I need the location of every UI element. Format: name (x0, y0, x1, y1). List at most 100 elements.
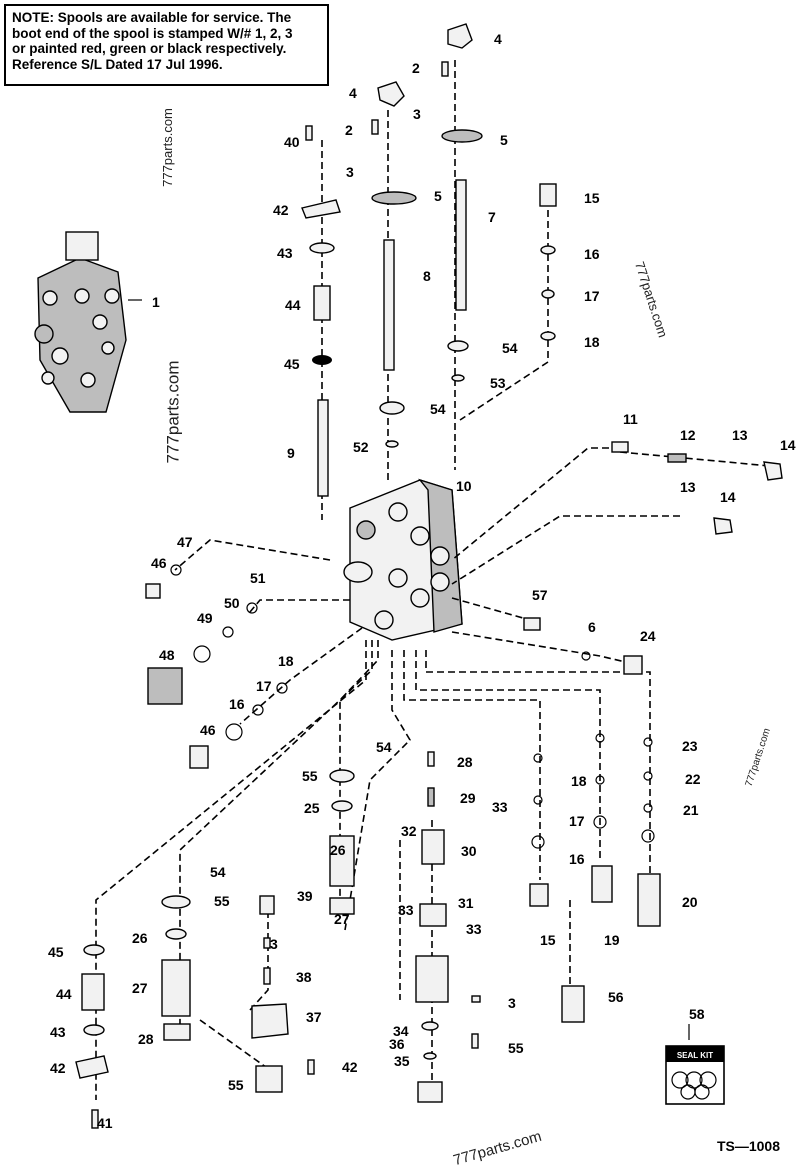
seal-ring-icon (671, 1071, 689, 1089)
callout-36: 36 (389, 1036, 405, 1052)
ring-shape (541, 289, 555, 299)
callout-37: 37 (306, 1009, 322, 1025)
screw-shape (307, 1059, 315, 1075)
ring-shape (643, 803, 653, 813)
ring-shape (331, 800, 353, 812)
ring-shape (641, 829, 655, 843)
callout-56: 56 (608, 989, 624, 1005)
ring-shape (83, 944, 105, 956)
callout-5: 5 (500, 132, 508, 148)
callout-22: 22 (685, 771, 701, 787)
fitting-shape (523, 617, 541, 631)
callout-25: 25 (304, 800, 320, 816)
piston-shape (417, 1081, 443, 1103)
spring-shape (161, 959, 191, 1017)
relief-valve-shape (561, 985, 585, 1023)
plug-shape (145, 583, 161, 599)
ring-shape (595, 775, 605, 785)
callout-14: 14 (780, 437, 796, 453)
spool-shape (455, 179, 467, 311)
callout-6: 6 (588, 619, 596, 635)
callout-4: 4 (494, 31, 502, 47)
ring-shape (252, 704, 264, 716)
callout-11: 11 (623, 411, 638, 427)
spring-shape (667, 453, 687, 463)
flange-shape (75, 1055, 109, 1079)
ring-shape (471, 995, 481, 1003)
ring-shape (385, 440, 399, 448)
callout-17: 17 (256, 678, 272, 694)
callout-13: 13 (680, 479, 696, 495)
ring-shape (540, 331, 556, 341)
piston-shape (419, 903, 447, 927)
callout-33: 33 (398, 902, 414, 918)
callout-18: 18 (571, 773, 587, 789)
cup-shape (329, 897, 355, 915)
callout-54: 54 (210, 864, 226, 880)
callout-26: 26 (132, 930, 148, 946)
seal-kit-header (666, 1046, 724, 1062)
block-shape (251, 1003, 289, 1039)
callout-4: 4 (349, 85, 357, 101)
valve-assembly-thumbnail (34, 231, 142, 413)
ring-shape (170, 564, 182, 576)
callout-15: 15 (584, 190, 600, 206)
callout-46: 46 (200, 722, 216, 738)
note-line-3: or painted red, green or black respectiv… (12, 41, 287, 56)
callout-12: 12 (680, 427, 696, 443)
ring-shape (581, 651, 591, 661)
ring-shape (161, 895, 191, 909)
callout-35: 35 (394, 1053, 410, 1069)
spring-shape (313, 285, 331, 321)
screw-shape (305, 125, 313, 141)
cap-shape (259, 895, 275, 915)
callout-23: 23 (682, 738, 698, 754)
ring-shape (193, 645, 211, 663)
callout-40: 40 (284, 134, 300, 150)
callout-2: 2 (345, 122, 353, 138)
callout-30: 30 (461, 843, 477, 859)
callout-44: 44 (56, 986, 72, 1002)
figure-id: TS—1008 (716, 1138, 780, 1154)
valve-cartridge-shape (421, 829, 445, 865)
callout-47: 47 (177, 534, 193, 550)
ring-shape (643, 737, 653, 747)
callout-54: 54 (502, 340, 518, 356)
ring-shape (423, 1052, 437, 1060)
ring-shape (643, 771, 653, 781)
callout-55: 55 (508, 1040, 524, 1056)
plug-shape (623, 655, 643, 675)
callout-20: 20 (682, 894, 698, 910)
ring-shape (593, 815, 607, 829)
dashed-explode-lines (95, 60, 771, 1100)
note-line-1: Spools are available for service. The (54, 10, 292, 25)
callout-52: 52 (353, 439, 369, 455)
callout-8: 8 (423, 268, 431, 284)
callout-41: 41 (97, 1115, 113, 1131)
screw-shape (441, 61, 449, 77)
ring-shape (533, 753, 543, 763)
callout-3: 3 (413, 106, 421, 122)
plug-shape (713, 517, 733, 535)
screw-shape (427, 751, 435, 767)
plate-shape (441, 129, 483, 143)
disc-shape (312, 355, 332, 365)
callout-18: 18 (278, 653, 294, 669)
callout-26: 26 (330, 842, 346, 858)
ring-shape (533, 795, 543, 805)
plug-shape (189, 745, 209, 769)
callout-54: 54 (430, 401, 446, 417)
callout-48: 48 (159, 647, 175, 663)
callout-34: 34 (393, 1023, 409, 1039)
callout-21: 21 (683, 802, 699, 818)
relief-valve-shape (637, 873, 661, 927)
callout-5: 5 (434, 188, 442, 204)
callout-54: 54 (376, 739, 392, 755)
ring-shape (165, 928, 187, 940)
valve-body (343, 478, 463, 641)
callout-33: 33 (492, 799, 508, 815)
relief-valve-shape (147, 667, 183, 705)
